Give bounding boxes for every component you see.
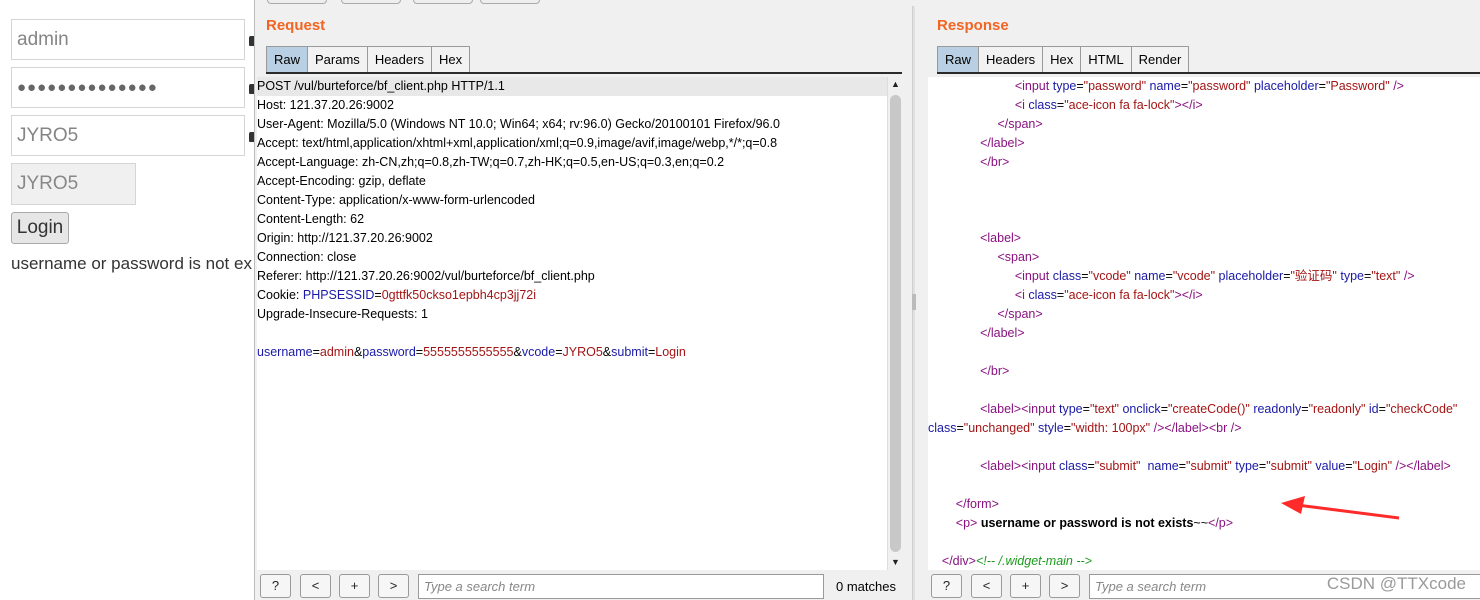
header-line: Accept: text/html,application/xhtml+xml,… <box>257 136 778 150</box>
login-form: admin ●●●●●●●●●●●●●● JYRO5 JYRO5 Login u… <box>0 0 255 600</box>
code-line: </label> <box>980 326 1025 340</box>
header-line: Content-Length: 62 <box>257 212 365 226</box>
header-line: User-Agent: Mozilla/5.0 (Windows NT 10.0… <box>257 117 780 131</box>
cookie-label: Cookie: <box>257 288 303 302</box>
tab-underline <box>937 72 1480 74</box>
code-line: <label> <box>980 231 1022 245</box>
blank-line <box>257 324 888 343</box>
request-tabs: Raw Params Headers Hex <box>266 46 471 73</box>
burp-repeater-window: Request Raw Params Headers Hex POST /vul… <box>254 0 1480 600</box>
user-icon <box>249 36 255 46</box>
annotation-arrow-icon <box>1281 496 1400 520</box>
code-line: <span> <box>997 250 1040 264</box>
next-button[interactable]: > <box>378 574 409 598</box>
tab-headers[interactable]: Headers <box>978 46 1044 73</box>
help-button[interactable]: ? <box>260 574 291 598</box>
code-line: <input class="vcode" name="vcode" placeh… <box>1014 269 1415 283</box>
response-search-bar: ? < + > Type a search term <box>931 572 1480 600</box>
request-scrollbar[interactable]: ▲ ▼ <box>887 77 902 570</box>
header-line: Content-Type: application/x-www-form-url… <box>257 193 535 207</box>
tab-params[interactable]: Params <box>307 46 368 73</box>
search-input[interactable]: Type a search term <box>418 574 824 599</box>
cookie-name: PHPSESSID <box>302 288 375 302</box>
code-line: <label><input class="submit" name="submi… <box>980 459 1451 473</box>
highlighted-response-line: <p> username or password is not exists~~… <box>955 516 1234 530</box>
scroll-thumb[interactable] <box>890 95 901 552</box>
cookie-value: 0gttfk50ckso1epbh4cp3jj72i <box>381 288 537 302</box>
login-button[interactable]: Login <box>11 212 69 244</box>
code-line: <label><input type="text" onclick="creat… <box>980 402 1458 416</box>
code-line: </span> <box>997 117 1043 131</box>
help-button[interactable]: ? <box>931 574 962 598</box>
code-line <box>928 172 1480 191</box>
header-line: Host: 121.37.20.26:9002 <box>257 98 394 112</box>
login-error-message: username or password is not ex <box>11 254 252 273</box>
response-tabs: Raw Headers Hex HTML Render <box>937 46 1190 73</box>
header-line: Upgrade-Insecure-Requests: 1 <box>257 307 428 321</box>
tab-raw[interactable]: Raw <box>937 46 980 73</box>
code-line <box>928 438 1480 457</box>
header-line: Connection: close <box>257 250 357 264</box>
code-line: </form> <box>955 497 999 511</box>
tab-hex[interactable]: Hex <box>430 46 471 73</box>
lock-icon <box>249 84 255 94</box>
search-input[interactable]: Type a search term <box>1089 574 1480 599</box>
response-title: Response <box>937 17 1009 34</box>
tab-hex[interactable]: Hex <box>1042 46 1082 73</box>
header-line: Origin: http://121.37.20.26:9002 <box>257 231 433 245</box>
code-line: </div><!-- /.widget-main --> <box>941 554 1092 568</box>
vcode-input[interactable]: JYRO5 <box>11 115 245 156</box>
response-editor[interactable]: <input type="password" name="password" p… <box>928 77 1480 570</box>
toolbar-button[interactable] <box>413 0 473 4</box>
tab-underline <box>266 72 902 74</box>
request-line: POST /vul/burteforce/bf_client.php HTTP/… <box>257 77 888 96</box>
csdn-watermark: CSDN @TTXcode <box>1326 574 1466 593</box>
tab-headers[interactable]: Headers <box>366 46 432 73</box>
request-title: Request <box>266 17 326 34</box>
code-line: <i class="ace-icon fa fa-lock"></i> <box>1014 288 1203 302</box>
header-line: Accept-Encoding: gzip, deflate <box>257 174 426 188</box>
scroll-up-icon[interactable]: ▲ <box>891 79 900 89</box>
captcha-display[interactable]: JYRO5 <box>11 163 136 205</box>
password-input[interactable]: ●●●●●●●●●●●●●● <box>11 67 245 108</box>
code-line: <input type="password" name="password" p… <box>1014 79 1404 93</box>
tab-html[interactable]: HTML <box>1080 46 1132 73</box>
toolbar-button[interactable] <box>341 0 401 4</box>
toolbar-button[interactable] <box>267 0 327 4</box>
code-line <box>928 381 1480 400</box>
add-button[interactable]: + <box>339 574 370 598</box>
request-editor[interactable]: POST /vul/burteforce/bf_client.php HTTP/… <box>257 77 888 570</box>
code-line: </span> <box>997 307 1043 321</box>
code-line: <i class="ace-icon fa fa-lock"></i> <box>1014 98 1203 112</box>
add-button[interactable]: + <box>1010 574 1041 598</box>
code-line: </br> <box>980 155 1010 169</box>
cookie-line: Cookie: PHPSESSID=0gttfk50ckso1epbh4cp3j… <box>257 288 537 302</box>
toolbar-button[interactable] <box>480 0 540 4</box>
next-button[interactable]: > <box>1049 574 1080 598</box>
previous-button[interactable]: < <box>300 574 331 598</box>
code-line: </br> <box>980 364 1010 378</box>
code-line <box>928 191 1480 210</box>
header-line: Referer: http://121.37.20.26:9002/vul/bu… <box>257 269 595 283</box>
code-line <box>928 533 1480 552</box>
code-line <box>928 343 1480 362</box>
header-line: Accept-Language: zh-CN,zh;q=0.8,zh-TW;q=… <box>257 155 725 169</box>
tab-raw[interactable]: Raw <box>266 46 309 73</box>
request-body: username=admin&password=5555555555555&vc… <box>257 345 686 359</box>
code-line: class="unchanged" style="width: 100px" /… <box>928 421 1242 435</box>
previous-button[interactable]: < <box>971 574 1002 598</box>
error-text: username or password is not exists <box>980 516 1194 530</box>
divider-grip-icon[interactable] <box>912 294 916 310</box>
code-line <box>928 210 1480 229</box>
tab-render[interactable]: Render <box>1130 46 1190 73</box>
username-input[interactable]: admin <box>11 19 245 60</box>
request-search-bar: ? < + > Type a search term 0 matches <box>260 572 910 600</box>
lock-icon <box>249 132 255 142</box>
scroll-down-icon[interactable]: ▼ <box>891 557 900 567</box>
code-line: </label> <box>980 136 1025 150</box>
match-count: 0 matches <box>836 579 896 594</box>
